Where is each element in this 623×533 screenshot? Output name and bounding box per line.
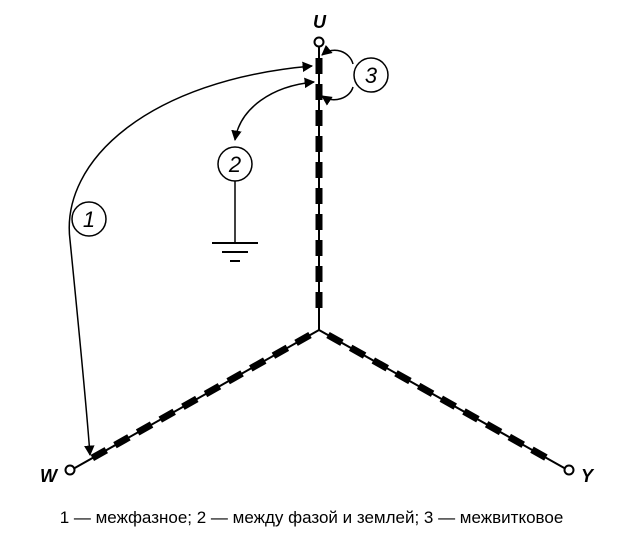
fault-2-phase-to-ground: 2 xyxy=(212,77,316,262)
label-3: 3 xyxy=(365,63,378,88)
label-circle-1 xyxy=(71,201,107,237)
fault-3-inter-turn: 3 xyxy=(321,44,389,106)
winding-y xyxy=(318,329,567,470)
winding-w xyxy=(72,329,320,470)
terminal-u xyxy=(313,36,325,48)
terminal-y-label: Y xyxy=(581,466,595,486)
fault-1-phase-to-phase: 1 xyxy=(68,61,314,457)
terminal-y xyxy=(563,464,575,476)
label-2: 2 xyxy=(228,152,241,177)
terminal-w xyxy=(64,464,76,476)
label-1: 1 xyxy=(83,207,95,232)
terminal-u-label: U xyxy=(313,12,327,32)
figure-caption: 1 — межфазное; 2 — между фазой и землей;… xyxy=(59,508,564,527)
terminal-w-label: W xyxy=(40,466,59,486)
ground-symbol xyxy=(212,242,258,262)
label-circle-3 xyxy=(353,57,389,93)
